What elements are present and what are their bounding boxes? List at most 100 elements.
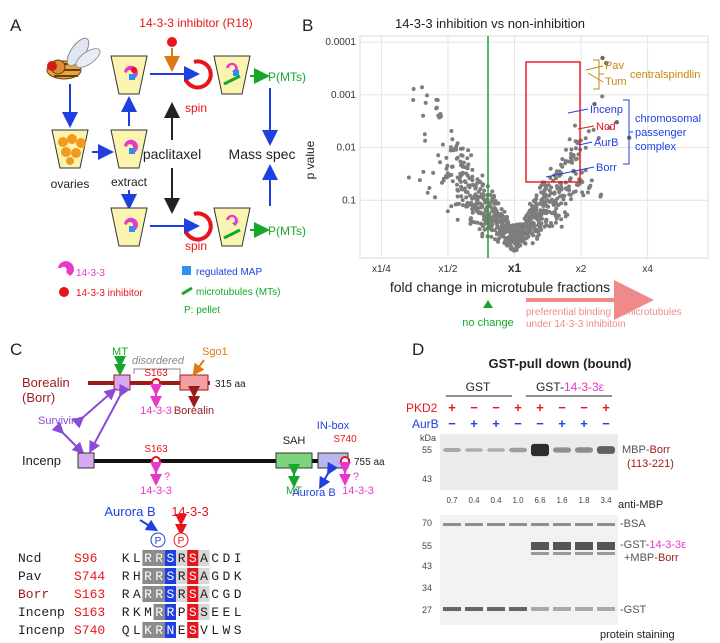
quant-value: 1.0 <box>512 496 524 505</box>
protein-point <box>540 216 544 221</box>
protein-point <box>548 166 553 171</box>
align-aurora-b: Aurora B <box>104 504 155 519</box>
y-tick-label: 0.01 <box>337 143 357 154</box>
protein-point <box>500 223 505 228</box>
residue-highlight <box>164 550 176 566</box>
quant-value: 1.8 <box>578 496 590 505</box>
protein-point <box>459 194 464 199</box>
align-1433: 14-3-3 <box>171 504 209 519</box>
protein-point <box>492 228 497 233</box>
protein-point <box>422 132 427 137</box>
label-ncd: Ncd <box>596 121 616 133</box>
p-site-aurora <box>150 532 166 548</box>
no-change-label: no change <box>462 317 513 329</box>
protein-point <box>564 147 568 152</box>
protein-point <box>496 201 501 206</box>
residue-highlight <box>142 586 154 602</box>
protein-point <box>463 189 468 194</box>
blot-marker-43: 43 <box>422 474 432 484</box>
p-site-1433 <box>173 532 189 548</box>
protein-point <box>448 145 453 150</box>
protein-point <box>567 137 572 142</box>
protein-point <box>558 194 563 199</box>
plot-frame <box>359 35 709 259</box>
gst-band <box>531 607 549 611</box>
protein-point <box>481 192 486 197</box>
label-cpc-2: passenger <box>635 127 687 139</box>
protein-point <box>546 183 551 188</box>
protein-point <box>471 195 476 200</box>
protein-point <box>457 201 461 206</box>
sgo1-arrow <box>192 359 205 376</box>
aurb-sign: + <box>558 416 566 431</box>
residue-highlight <box>176 568 188 584</box>
protein-point <box>434 97 439 102</box>
blot-bands <box>443 443 615 457</box>
residue: K <box>234 569 242 584</box>
residue: R <box>155 587 163 602</box>
volcano-xlabel: fold change in microtubule fractions <box>390 279 610 295</box>
protein-point <box>498 228 503 233</box>
protein-point <box>466 148 471 153</box>
no-change-marker <box>483 300 493 308</box>
residue: S <box>166 587 174 602</box>
residue-highlight <box>164 622 176 638</box>
panel-label-c: C <box>10 340 23 359</box>
s740-label: S740 <box>333 434 357 445</box>
blot-band <box>575 447 593 453</box>
residue-highlight <box>142 622 154 638</box>
sah-label: SAH <box>283 435 306 447</box>
protein-point <box>425 190 430 195</box>
x-tick-label: x4 <box>642 264 653 275</box>
aurora-b-arrow <box>319 461 339 490</box>
residue: C <box>211 551 219 566</box>
quant-value: 0.4 <box>468 496 480 505</box>
residue: R <box>122 605 130 620</box>
protein-point <box>539 221 544 226</box>
bsa-band <box>443 523 461 526</box>
protein-point <box>417 178 422 183</box>
protein-point <box>480 231 485 236</box>
gst-band <box>553 607 571 611</box>
protein-point <box>515 244 520 249</box>
protein-point <box>475 177 480 182</box>
pulldown-title: GST-pull down (bound) <box>489 356 632 371</box>
s163-bottom-site <box>151 456 161 466</box>
inhibitor-title: 14-3-3 inhibitor (R18) <box>139 16 252 30</box>
s163-top: S163 <box>144 368 168 379</box>
residue: R <box>155 623 163 638</box>
protein-point <box>508 237 513 242</box>
protein-point <box>503 241 508 246</box>
protein-point <box>467 176 472 181</box>
protein-point <box>423 100 428 105</box>
western-blot <box>440 434 618 490</box>
disordered-label: disordered <box>132 355 185 367</box>
protein-point <box>579 170 584 175</box>
blot-band <box>487 448 505 452</box>
protein-point <box>459 172 464 177</box>
protein-point <box>565 212 570 217</box>
protein-point <box>585 190 590 195</box>
aurb-sign: − <box>536 416 544 431</box>
protein-point <box>505 214 509 219</box>
aurora-b-down-arrow <box>139 519 159 532</box>
mbp-fusion-borr: Borr <box>658 552 679 564</box>
protein-point <box>421 169 426 174</box>
protein-point <box>547 199 552 204</box>
pkd2-sign: − <box>580 400 588 415</box>
gel-marker: 55 <box>422 541 432 551</box>
incenp-leader <box>567 108 589 114</box>
residue: E <box>211 605 219 620</box>
pkd2-label: PKD2 <box>406 401 438 415</box>
blot-marker-55: 55 <box>422 445 432 455</box>
protein-point <box>420 85 424 90</box>
quant-value: 0.7 <box>446 496 458 505</box>
survivin-label: Survivin <box>38 415 77 427</box>
protein-point <box>544 223 549 228</box>
gst-band-label: -GST <box>620 604 647 616</box>
protein-point <box>583 136 588 141</box>
pkd2-sign: − <box>558 400 566 415</box>
legend-inhibitor-icon <box>59 287 69 297</box>
protein-point <box>441 176 446 181</box>
